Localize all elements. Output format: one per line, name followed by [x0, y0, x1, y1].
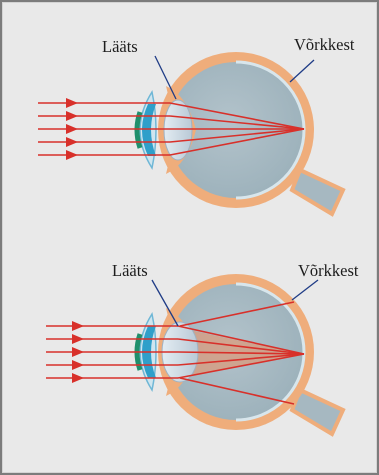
lens-label: Lääts: [102, 37, 138, 56]
arrow-right-icon: [72, 321, 84, 383]
retina-pointer-line: [290, 60, 314, 82]
optic-nerve: [292, 170, 343, 214]
retina-pointer-line: [292, 280, 318, 300]
eye-panel-top: Lääts Võrkkest: [38, 35, 355, 214]
retina-label: Võrkkest: [294, 35, 355, 54]
retina-label: Võrkkest: [298, 261, 359, 280]
lens-label: Lääts: [112, 261, 148, 280]
arrow-right-icon: [66, 98, 78, 160]
lens-pointer-line: [155, 56, 176, 99]
eye-panel-bottom: Lääts Võrkkest: [46, 261, 359, 434]
lens-pointer-line: [152, 280, 178, 326]
